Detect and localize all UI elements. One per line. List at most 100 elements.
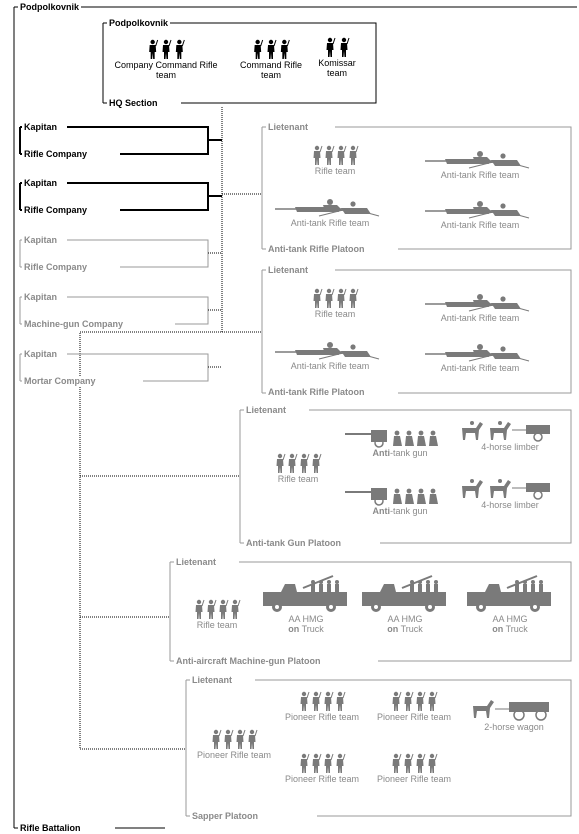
hq-team-2-label: Command Rifle team [239, 60, 303, 80]
pioneer-team-5: Pioneer Rifle team [376, 752, 452, 784]
hq-team-1-label: Company Command Rifle team [114, 60, 218, 80]
rifle-team-2: Rifle team [290, 287, 380, 319]
at-rifle-team-c2-label: Anti-tank Rifle team [440, 363, 520, 373]
at-rifle-team-b2: Anti-tank Rifle team [270, 339, 390, 371]
pioneer-team-icon [284, 690, 360, 712]
rifle-team-icon [290, 287, 380, 309]
at-rifle-team-b1-icon [270, 196, 390, 218]
hq-team-1: Company Command Rifle team [106, 38, 226, 80]
pioneer-team-1: Pioneer Rifle team [196, 728, 272, 760]
aa-truck-icon [258, 574, 354, 614]
rifle-team-2-label: Rifle team [314, 309, 356, 319]
horse-wagon-icon [466, 696, 562, 722]
limber-icon [458, 476, 562, 500]
company-2-name: Rifle Company [22, 205, 90, 215]
aa-truck-icon [357, 574, 453, 614]
rifle-team-1: Rifle team [290, 144, 380, 176]
at-rifle-platoon-2-commander: Lietenant [266, 265, 311, 275]
limber-icon [458, 418, 562, 442]
at-gun-rifle-team-label: Rifle team [277, 474, 319, 484]
at-rifle-team-b1-label: Anti-tank Rifle team [290, 218, 370, 228]
at-gun-platoon-name: Anti-tank Gun Platoon [244, 538, 343, 548]
hq-team-2: Command Rifle team [238, 38, 304, 80]
pioneer-team-4: Pioneer Rifle team [284, 752, 360, 784]
sapper-platoon-commander: Lietenant [190, 675, 235, 685]
at-rifle-team-a2-label: Anti-tank Rifle team [440, 313, 520, 323]
at-rifle-team-c2: Anti-tank Rifle team [420, 341, 540, 373]
pioneer-team-icon [376, 690, 452, 712]
hq-team-3-label: Komissar team [318, 58, 356, 78]
hq-team-icon [312, 36, 362, 58]
pioneer-team-icon [284, 752, 360, 774]
limber-2-label: 4-horse limber [481, 500, 539, 510]
hq-team-3: Komissar team [312, 36, 362, 78]
aa-rifle-team-label: Rifle team [196, 620, 238, 630]
at-rifle-team-a2-icon [420, 291, 540, 313]
pioneer-team-icon [196, 728, 272, 750]
company-1-commander: Kapitan [22, 122, 60, 132]
limber-1-label: 4-horse limber [481, 442, 539, 452]
at-rifle-team-a1: Anti-tank Rifle team [420, 148, 540, 180]
at-rifle-team-c1-icon [420, 198, 540, 220]
aa-rifle-team-icon [180, 598, 254, 620]
limber-2: 4-horse limber [458, 476, 562, 510]
company-4-name: Machine-gun Company [22, 319, 126, 329]
at-gun-1: Anti-tank gun [340, 426, 460, 458]
pioneer-team-3-label: Pioneer Rifle team [376, 712, 452, 722]
rifle-team-icon [290, 144, 380, 166]
rifle-team-1-label: Rifle team [314, 166, 356, 176]
at-rifle-team-c1-label: Anti-tank Rifle team [440, 220, 520, 230]
company-3-name: Rifle Company [22, 262, 90, 272]
battalion-commander: Podpolkovnik [18, 2, 82, 12]
at-gun-rifle-team-icon [258, 452, 338, 474]
at-rifle-platoon-2-name: Anti-tank Rifle Platoon [266, 387, 367, 397]
at-rifle-team-c2-icon [420, 341, 540, 363]
hq-section-name: HQ Section [107, 98, 160, 108]
company-5-name: Mortar Company [22, 376, 98, 386]
horse-wagon-label: 2-horse wagon [484, 722, 544, 732]
aa-platoon-commander: Lietenant [174, 557, 219, 567]
horse-wagon: 2-horse wagon [466, 696, 562, 732]
sapper-platoon-name: Sapper Platoon [190, 811, 261, 821]
at-rifle-team-a1-label: Anti-tank Rifle team [440, 170, 520, 180]
at-rifle-team-b1: Anti-tank Rifle team [270, 196, 390, 228]
pioneer-team-1-label: Pioneer Rifle team [196, 750, 272, 760]
pioneer-team-icon [376, 752, 452, 774]
company-1-name: Rifle Company [22, 149, 90, 159]
pioneer-team-3: Pioneer Rifle team [376, 690, 452, 722]
pioneer-team-2: Pioneer Rifle team [284, 690, 360, 722]
at-rifle-platoon-1-name: Anti-tank Rifle Platoon [266, 244, 367, 254]
at-rifle-team-b2-label: Anti-tank Rifle team [290, 361, 370, 371]
company-4-commander: Kapitan [22, 292, 60, 302]
company-5-commander: Kapitan [22, 349, 60, 359]
battalion-name: Rifle Battalion [18, 823, 83, 833]
aa-truck-icon [462, 574, 558, 614]
pioneer-team-5-label: Pioneer Rifle team [376, 774, 452, 784]
pioneer-team-4-label: Pioneer Rifle team [284, 774, 360, 784]
pioneer-team-2-label: Pioneer Rifle team [284, 712, 360, 722]
at-gun-icon [340, 426, 460, 448]
at-gun-1-label: Anti-tank gun [372, 448, 428, 458]
at-gun-icon [340, 484, 460, 506]
company-2-commander: Kapitan [22, 178, 60, 188]
hq-team-icon [238, 38, 304, 60]
aa-rifle-team: Rifle team [180, 598, 254, 630]
at-gun-2-label: Anti-tank gun [372, 506, 428, 516]
limber-1: 4-horse limber [458, 418, 562, 452]
company-3-commander: Kapitan [22, 235, 60, 245]
at-rifle-team-b2-icon [270, 339, 390, 361]
at-rifle-platoon-1-commander: Lietenant [266, 122, 311, 132]
hq-team-icon [106, 38, 226, 60]
at-rifle-team-a2: Anti-tank Rifle team [420, 291, 540, 323]
at-gun-rifle-team: Rifle team [258, 452, 338, 484]
at-gun-platoon-commander: Lietenant [244, 405, 289, 415]
at-rifle-team-a1-icon [420, 148, 540, 170]
aa-platoon-name: Anti-aircraft Machine-gun Platoon [174, 656, 323, 666]
